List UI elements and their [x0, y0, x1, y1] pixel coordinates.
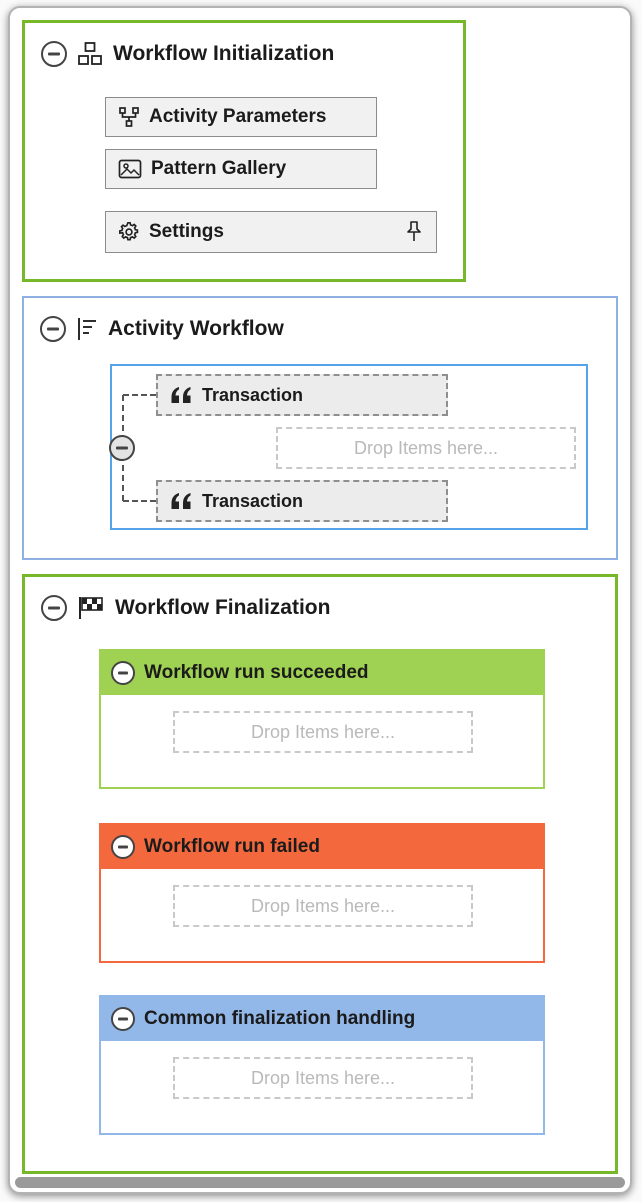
pattern-gallery-button[interactable]: Pattern Gallery — [105, 149, 377, 189]
double-quotes-icon — [168, 385, 194, 405]
transaction-label: Transaction — [202, 490, 304, 511]
modules-icon — [76, 41, 104, 67]
failed-section-body: Drop Items here... — [101, 869, 543, 961]
succeeded-section-body: Drop Items here... — [101, 695, 543, 787]
collapse-minus-icon[interactable] — [40, 316, 66, 342]
succeeded-section-header: Workflow run succeeded — [101, 651, 543, 695]
collapse-minus-icon[interactable] — [111, 835, 135, 859]
button-label: Activity Parameters — [149, 106, 327, 127]
drop-zone-placeholder: Drop Items here... — [353, 437, 499, 458]
common-finalization-section-header: Common finalization handling — [101, 997, 543, 1041]
panel-title: Activity Workflow — [108, 317, 284, 340]
common-finalization-section-body: Drop Items here... — [101, 1041, 543, 1133]
workflow-finalization-header: Workflow Finalization — [41, 593, 330, 623]
connector-line — [123, 500, 156, 502]
transaction-label: Transaction — [202, 384, 304, 405]
activity-parameters-button[interactable]: Activity Parameters — [105, 97, 377, 137]
outline-list-icon — [75, 316, 99, 342]
workflow-initialization-header: Workflow Initialization — [41, 39, 334, 69]
pushpin-icon[interactable] — [404, 220, 424, 244]
image-icon — [118, 159, 142, 179]
connector-line — [123, 394, 156, 396]
drop-zone-placeholder: Drop Items here... — [250, 721, 396, 742]
drop-zone-placeholder: Drop Items here... — [250, 895, 396, 916]
drop-zone-placeholder: Drop Items here... — [250, 1067, 396, 1088]
transaction-activity[interactable]: Transaction — [156, 480, 448, 522]
workflow-finalization-panel: Workflow Finalization Workflow run succe… — [22, 574, 618, 1174]
activity-workflow-header: Activity Workflow — [40, 314, 284, 344]
gear-icon — [118, 221, 140, 243]
settings-button[interactable]: Settings — [105, 211, 437, 253]
failed-section: Workflow run failed Drop Items here... — [99, 823, 545, 963]
flow-nodes-icon — [118, 106, 140, 128]
workflow-initialization-panel: Workflow Initialization Activity Paramet… — [22, 20, 466, 282]
activity-workflow-panel: Activity Workflow Transaction Drop Items… — [22, 296, 618, 560]
checkered-flag-icon — [76, 595, 106, 621]
collapse-minus-icon[interactable] — [111, 1007, 135, 1031]
succeeded-section: Workflow run succeeded Drop Items here..… — [99, 649, 545, 789]
panel-title: Workflow Finalization — [115, 596, 331, 619]
common-finalization-section: Common finalization handling Drop Items … — [99, 995, 545, 1135]
section-title: Common finalization handling — [144, 1008, 416, 1029]
collapse-minus-icon[interactable] — [41, 41, 67, 67]
horizontal-scrollbar[interactable] — [15, 1177, 625, 1188]
transaction-activity[interactable]: Transaction — [156, 374, 448, 416]
branch-collapse-button[interactable] — [109, 435, 135, 461]
activity-sequence-container: Transaction Drop Items here... Transacti… — [109, 364, 588, 530]
double-quotes-icon — [168, 491, 194, 511]
section-title: Workflow run succeeded — [144, 662, 369, 683]
button-label: Pattern Gallery — [151, 158, 287, 179]
initialization-buttons: Activity Parameters Pattern Gallery — [105, 97, 437, 253]
drop-zone[interactable]: Drop Items here... — [173, 711, 473, 753]
section-title: Workflow run failed — [144, 836, 320, 857]
drop-zone[interactable]: Drop Items here... — [173, 1057, 473, 1099]
collapse-minus-icon[interactable] — [41, 595, 67, 621]
workflow-designer-window: Workflow Initialization Activity Paramet… — [8, 6, 632, 1194]
collapse-minus-icon[interactable] — [111, 661, 135, 685]
panel-title: Workflow Initialization — [113, 42, 335, 65]
button-label: Settings — [149, 221, 224, 242]
drop-zone[interactable]: Drop Items here... — [276, 427, 576, 469]
failed-section-header: Workflow run failed — [101, 825, 543, 869]
drop-zone[interactable]: Drop Items here... — [173, 885, 473, 927]
